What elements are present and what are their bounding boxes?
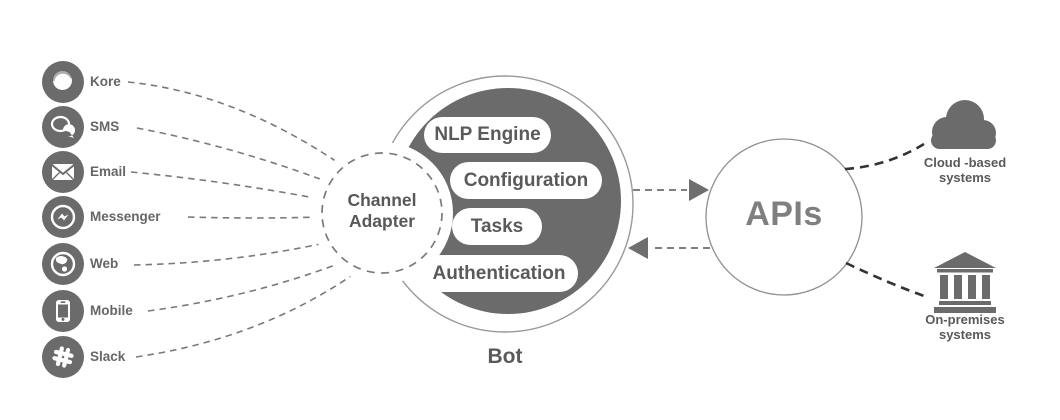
channel-label-sms: SMS (90, 119, 120, 134)
connector-messenger (187, 216, 320, 219)
channel-adapter-line1: Channel (347, 190, 417, 210)
channel-label-slack: Slack (90, 349, 126, 364)
connector-kore (127, 81, 341, 165)
connector-mobile (147, 261, 344, 312)
bot-caption: Bot (487, 345, 523, 368)
apis-circle (705, 138, 863, 296)
onprem-systems-line2: systems (938, 326, 992, 342)
mobile-icon (42, 290, 84, 332)
bank-icon (934, 252, 996, 313)
bot-to-apis-arrow (633, 179, 709, 201)
arrowhead-right-icon (689, 179, 709, 201)
bot-component-configuration: Configuration (450, 162, 602, 199)
cloud-systems-line1: Cloud -based (923, 155, 1007, 170)
apis-to-bot-arrow (628, 237, 710, 259)
onprem-systems-line1: On-premises (925, 312, 1005, 327)
bot-component-authentication: Authentication (420, 255, 578, 292)
connector-email (130, 171, 321, 200)
connector-web (133, 242, 326, 266)
channel-label-kore: Kore (90, 74, 121, 89)
channel-label-messenger: Messenger (90, 209, 161, 224)
web-icon (42, 243, 84, 285)
onprem-systems-label: On-premises systems (910, 312, 1020, 342)
apis-to-onprem-dash (845, 261, 928, 299)
arrowhead-left-icon (628, 237, 648, 259)
apis-to-cloud-dash (844, 142, 925, 171)
connector-sms (136, 127, 329, 183)
cloud-icon (931, 100, 996, 149)
messenger-icon (42, 196, 84, 238)
slack-icon (42, 336, 84, 378)
connector-slack (135, 275, 352, 358)
kore-icon (42, 61, 84, 103)
channel-adapter-line2: Adapter (348, 211, 416, 231)
channel-label-mobile: Mobile (90, 303, 133, 318)
channel-label-web: Web (90, 256, 119, 271)
email-icon (42, 151, 84, 193)
apis-label: APIs (745, 195, 823, 233)
channel-adapter-label: Channel Adapter (332, 190, 432, 232)
bot-component-tasks: Tasks (452, 208, 542, 245)
cloud-systems-line2: systems (938, 169, 992, 185)
cloud-systems-label: Cloud -based systems (910, 155, 1020, 185)
bot-component-nlp-engine: NLP Engine (424, 117, 551, 153)
sms-icon (42, 106, 84, 148)
channel-adapter-circle (321, 152, 443, 274)
channel-label-email: Email (90, 164, 127, 179)
